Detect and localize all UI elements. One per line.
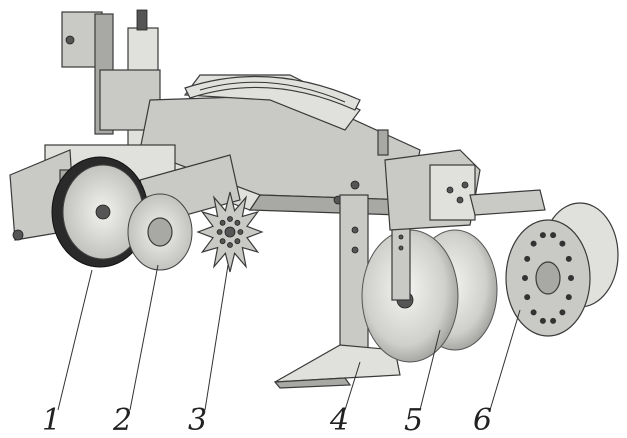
star-wheel-hole [219,219,226,226]
arc-bracket [184,75,361,111]
star-wheel-hole [234,219,241,226]
label-3: 3 [188,403,207,438]
cage-hole [522,275,528,281]
cage-hole [559,309,566,316]
leader-lines [57,264,521,411]
cage-hole [568,275,574,281]
star-wheel-hole [237,229,244,235]
star-wheel-hole [216,229,223,235]
cage-hole [565,255,572,262]
coulter-disc [127,193,193,271]
label-4: 4 [329,403,349,438]
star-wheel [196,191,264,273]
cage-hole [524,294,531,301]
star-wheel-hole [227,216,233,222]
star-wheel-hub [224,226,236,238]
cage-hole [530,240,537,247]
star-wheel-hole [227,242,233,248]
cage-hole [539,317,546,324]
rear-bracket [377,129,546,231]
label-5: 5 [404,403,423,438]
cage-hole [559,240,566,247]
cage-hole [550,317,557,324]
chisel-shank [273,194,401,389]
callout-labels: 1 2 3 4 5 6 [42,403,492,438]
cage-hole [550,232,557,239]
label-2: 2 [112,403,132,438]
cage-hole [530,309,537,316]
label-1: 1 [42,403,61,438]
label-6: 6 [473,403,492,438]
cage-hole [539,232,546,239]
star-wheel-hole [219,238,226,245]
rotary-cage [505,202,619,337]
star-wheel-hole [234,238,241,245]
cage-hole [524,255,531,262]
cage-hole [565,294,572,301]
